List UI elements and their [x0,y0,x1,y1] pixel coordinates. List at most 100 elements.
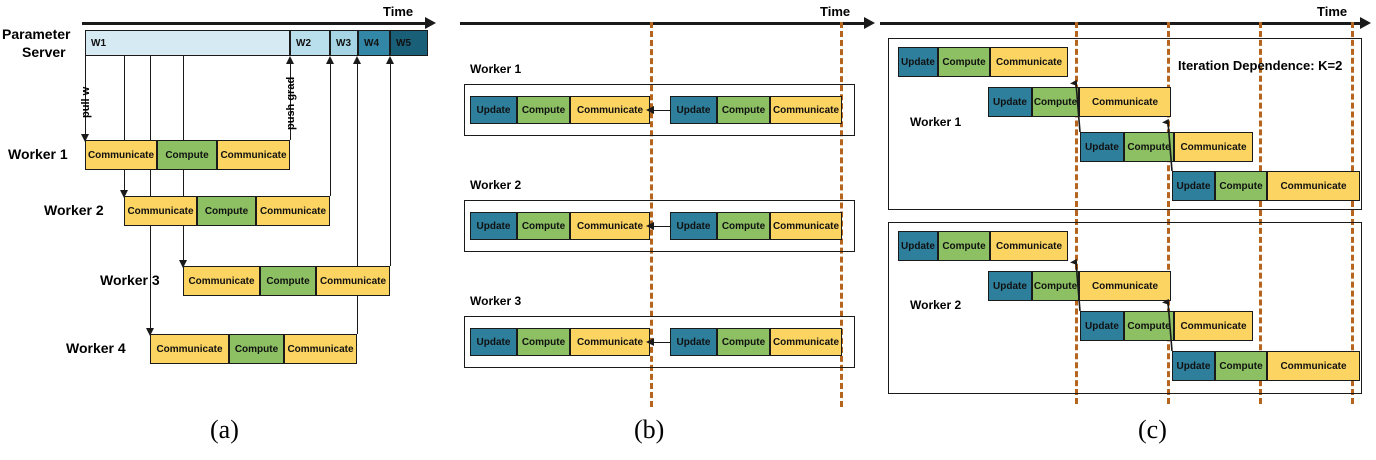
worker-label-b-3: Worker 3 [470,294,522,308]
ps-block-label: W1 [91,37,106,49]
ps-block-label: W5 [396,37,411,49]
block-label: Communicate [995,56,1063,68]
push-arrow-worker4 [353,56,361,64]
block-label: Communicate [1280,180,1347,192]
block-label: Update [1085,320,1119,332]
block-label: Compute [165,149,209,161]
worker-track-b-1 [464,84,855,136]
pull-arrow-worker2 [120,190,128,198]
bar-b-w3-it2-update: Update [670,328,717,356]
bar-a-w4-compute: Compute [229,334,284,364]
block-label: Communicate [576,336,644,348]
block-label: Update [676,220,711,232]
ps-block-label: W3 [336,37,351,49]
bar-a-w1-compute: Compute [157,140,217,170]
bar-b-w3-it2-communicate: Communicate [770,328,842,356]
block-label: Communicate [319,275,387,287]
block-label: Communicate [1180,141,1247,153]
bar-b-w1-it2-compute: Compute [717,96,770,124]
worker-label-b-1: Worker 1 [470,62,522,76]
time-axis-a [82,22,426,25]
block-label: Compute [942,240,986,252]
block-label: Communicate [1180,320,1247,332]
block-label: Update [676,336,711,348]
worker-track-b-2 [464,200,855,252]
block-label: Compute [1033,96,1078,108]
bar-c-w1-r3-communicate: Communicate [1174,132,1253,162]
barrier-line-c-1 [1075,22,1078,404]
block-label: Compute [266,275,310,287]
block-label: Communicate [156,343,223,355]
worker-label-c-2: Worker 2 [910,298,962,312]
push-line-worker2 [330,62,331,196]
bar-a-w2-compute: Compute [197,196,256,226]
push-line-worker4 [357,62,358,334]
push-arrow-worker2 [326,56,334,64]
caption-b: (b) [634,415,665,444]
bar-a-w3-communicate-2: Communicate [316,266,390,296]
bar-c-w2-r2-compute: Compute [1032,271,1079,301]
bar-c-w2-r3-update: Update [1080,311,1124,341]
pull-arrow-worker1 [81,134,89,142]
ps-block-w5: W5 [390,30,428,56]
time-axis-c [880,22,1363,25]
bar-b-w3-it1-update: Update [470,328,517,356]
bar-a-w1-communicate-1: Communicate [85,140,157,170]
block-label: Compute [521,104,566,116]
bar-c-w2-r3-communicate: Communicate [1174,311,1253,341]
pull-line-worker1 [85,56,86,136]
block-label: Communicate [576,104,644,116]
block-label: Update [993,96,1027,108]
block-label: Communicate [1280,360,1347,372]
block-label: Update [476,104,511,116]
bar-c-w2-r1-communicate: Communicate [990,231,1068,261]
block-label: Communicate [287,343,354,355]
block-label: Communicate [220,149,287,161]
push-grad-label: push grad [285,76,297,130]
bar-b-w1-it2-update: Update [670,96,717,124]
worker-track-b-3 [464,316,855,368]
ps-block-w3: W3 [330,30,358,56]
block-label: Communicate [772,220,840,232]
dependency-line-b-2 [650,226,670,227]
bar-c-w1-r2-communicate: Communicate [1079,87,1171,117]
block-label: Update [1176,360,1211,372]
block-label: Compute [521,220,566,232]
barrier-line-b-1 [650,22,653,407]
caption-a: (a) [210,415,239,444]
block-label: Communicate [87,149,155,161]
bar-c-w2-r1-compute: Compute [938,231,990,261]
bar-c-w1-r3-update: Update [1080,132,1124,162]
bar-c-w2-r2-update: Update [988,271,1032,301]
bar-c-w1-r4-compute: Compute [1215,171,1267,201]
block-label: Communicate [188,275,255,287]
block-label: Compute [234,343,279,355]
bar-b-w2-it1-communicate: Communicate [570,212,650,240]
iteration-dependence-note: Iteration Dependence: K=2 [1178,58,1343,73]
pull-arrow-worker3 [179,260,187,268]
block-label: Update [476,336,511,348]
block-label: Compute [521,336,566,348]
bar-b-w2-it1-compute: Compute [517,212,570,240]
dependency-line-b-1 [650,110,670,111]
bar-b-w3-it1-compute: Compute [517,328,570,356]
block-label: Update [476,220,511,232]
time-label-a: Time [383,4,414,19]
bar-a-w3-compute: Compute [260,266,316,296]
push-arrow-worker3 [386,56,394,64]
bar-b-w2-it2-compute: Compute [717,212,770,240]
ps-block-w2: W2 [290,30,330,56]
time-axis-arrowhead-c [1360,17,1371,29]
bar-c-w1-r2-update: Update [988,87,1032,117]
bar-b-w1-it2-communicate: Communicate [770,96,842,124]
bar-a-w1-communicate-2: Communicate [217,140,290,170]
block-label: Compute [721,220,766,232]
push-line-worker1 [290,62,291,140]
worker-track-c-1 [888,38,1362,210]
bar-b-w1-it1-update: Update [470,96,517,124]
time-axis-arrowhead-b [864,17,875,29]
time-label-c: Time [1317,4,1348,19]
block-label: Compute [1219,360,1263,372]
block-label: Update [901,240,935,252]
push-arrow-worker1 [286,56,294,64]
